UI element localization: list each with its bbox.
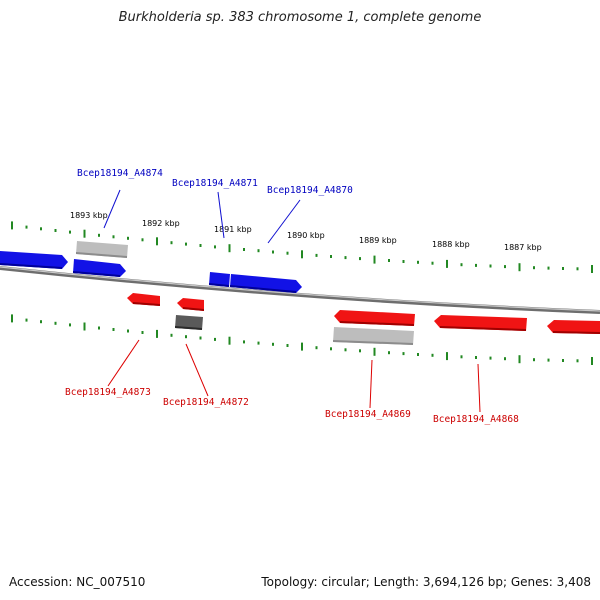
gene-label-a4872[interactable]: Bcep18194_A4872 — [163, 397, 249, 408]
forward-leader-lines — [103, 189, 301, 244]
gene-bcep18194-a4870[interactable] — [230, 274, 302, 293]
gene-bcep18194-a4874[interactable] — [73, 259, 126, 277]
chromosome-backbone — [0, 266, 600, 314]
pseudo-gene-dark[interactable] — [175, 315, 203, 330]
gene-reverse-partial[interactable] — [547, 320, 600, 334]
gene-label-a4868[interactable]: Bcep18194_A4868 — [433, 414, 519, 425]
scale-ticks-lower — [11, 314, 593, 365]
scale-label-1890: 1890 kbp — [287, 231, 325, 240]
pseudo-gene-upper[interactable] — [76, 241, 128, 258]
reverse-leader-lines — [107, 339, 481, 413]
map-title: Burkholderia sp. 383 chromosome 1, compl… — [118, 10, 482, 25]
gene-label-a4874[interactable]: Bcep18194_A4874 — [77, 168, 163, 179]
scale-label-1888: 1888 kbp — [432, 240, 470, 249]
gene-bcep18194-a4869[interactable] — [334, 310, 415, 326]
scale-label-1889: 1889 kbp — [359, 236, 397, 245]
gene-bcep18194-a4871[interactable] — [209, 272, 230, 287]
scale-label-1892: 1892 kbp — [142, 219, 180, 228]
scale-label-1893: 1893 kbp — [70, 211, 108, 220]
gene-bcep18194-a4873[interactable] — [127, 293, 160, 306]
accession-label: Accession: NC_007510 — [9, 575, 146, 589]
scale-label-1887: 1887 kbp — [504, 243, 542, 252]
scale-label-1891: 1891 kbp — [214, 225, 252, 234]
pseudo-gene-lower[interactable] — [333, 327, 414, 345]
gene-label-a4873[interactable]: Bcep18194_A4873 — [65, 387, 151, 398]
scale-ticks-upper — [11, 221, 593, 273]
topology-label: Topology: circular; Length: 3,694,126 bp… — [261, 575, 591, 589]
chromosome-backbone-highlight — [0, 266, 600, 312]
gene-label-a4870[interactable]: Bcep18194_A4870 — [267, 185, 353, 196]
gene-forward-partial[interactable] — [0, 251, 68, 269]
gene-bcep18194-a4872[interactable] — [177, 298, 204, 311]
gene-label-a4869[interactable]: Bcep18194_A4869 — [325, 409, 411, 420]
gene-label-a4871[interactable]: Bcep18194_A4871 — [172, 178, 258, 189]
gene-bcep18194-a4868[interactable] — [434, 315, 527, 331]
